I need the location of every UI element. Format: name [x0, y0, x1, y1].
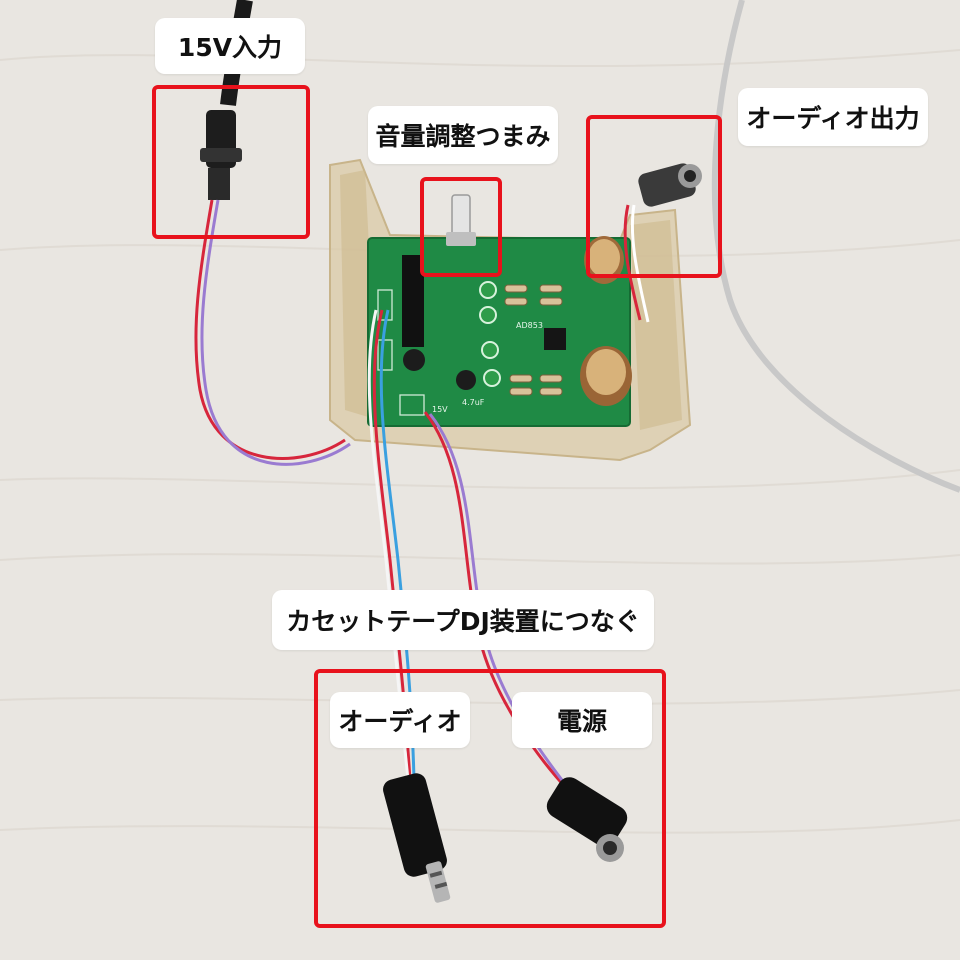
label-audio-plug: オーディオ	[330, 692, 470, 748]
power-input-wires	[194, 199, 351, 466]
resistors	[504, 284, 563, 396]
voltage-label: 15V	[432, 405, 448, 414]
label-audio-output: オーディオ出力	[738, 88, 928, 146]
audio-output-jack	[638, 163, 702, 207]
highlight-15v-input	[152, 85, 310, 239]
label-power-plug: 電源	[512, 692, 652, 748]
cap-label: 4.7uF	[462, 398, 485, 407]
highlight-audio-output	[586, 115, 722, 278]
black-capacitor	[403, 349, 425, 371]
chip-label: AD853	[516, 321, 543, 330]
op-amp-chip	[544, 328, 566, 350]
highlight-volume-knob	[420, 177, 502, 277]
grey-cable	[711, 0, 960, 493]
label-connect-to-dj: カセットテープDJ装置につなぐ	[272, 590, 654, 650]
label-volume-knob: 音量調整つまみ	[368, 106, 558, 164]
dc-power-plug	[546, 777, 628, 862]
highlight-connectors	[314, 669, 666, 928]
pcb-connector	[402, 255, 424, 347]
pcb-silkscreen	[377, 289, 425, 416]
electrolytic-capacitors	[580, 236, 632, 406]
label-15v-input: 15V入力	[155, 18, 305, 74]
audio-plug	[383, 773, 451, 903]
green-capacitors	[479, 281, 501, 387]
